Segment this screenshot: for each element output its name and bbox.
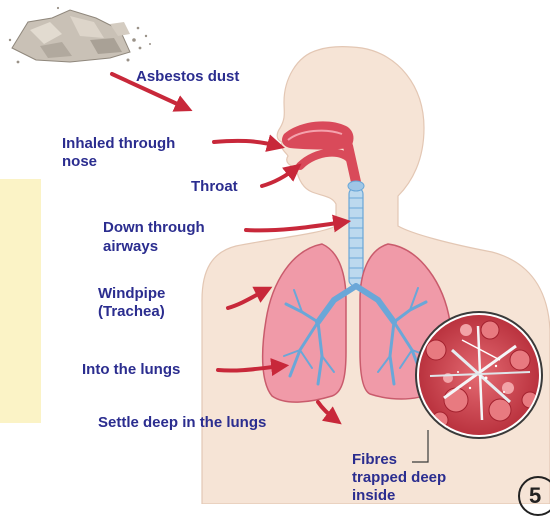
label-windpipe-line2: (Trachea) — [98, 303, 165, 321]
label-airways-line2: airways — [103, 238, 158, 256]
asbestos-dust-pile-icon — [9, 7, 151, 63]
label-inhaled-line2: nose — [62, 153, 97, 171]
arrow-throat — [262, 168, 296, 186]
label-windpipe-line1: Windpipe — [98, 285, 165, 303]
trachea — [348, 181, 364, 286]
arrow-inhaled — [214, 141, 278, 146]
label-asbestos-dust: Asbestos dust — [136, 68, 239, 86]
label-airways-line1: Down through — [103, 219, 205, 237]
label-fibres-line2: trapped deep — [352, 469, 446, 487]
label-settle-deep: Settle deep in the lungs — [98, 414, 266, 432]
label-throat: Throat — [191, 178, 238, 196]
label-inhaled-line1: Inhaled through — [62, 135, 175, 153]
label-fibres-line3: inside — [352, 487, 395, 505]
label-into-lungs: Into the lungs — [82, 361, 180, 379]
respiratory-diagram — [0, 0, 550, 504]
magnified-fibres-inset — [416, 312, 542, 438]
page-number-badge: 5 — [518, 476, 550, 516]
label-fibres-line1: Fibres — [352, 451, 397, 469]
